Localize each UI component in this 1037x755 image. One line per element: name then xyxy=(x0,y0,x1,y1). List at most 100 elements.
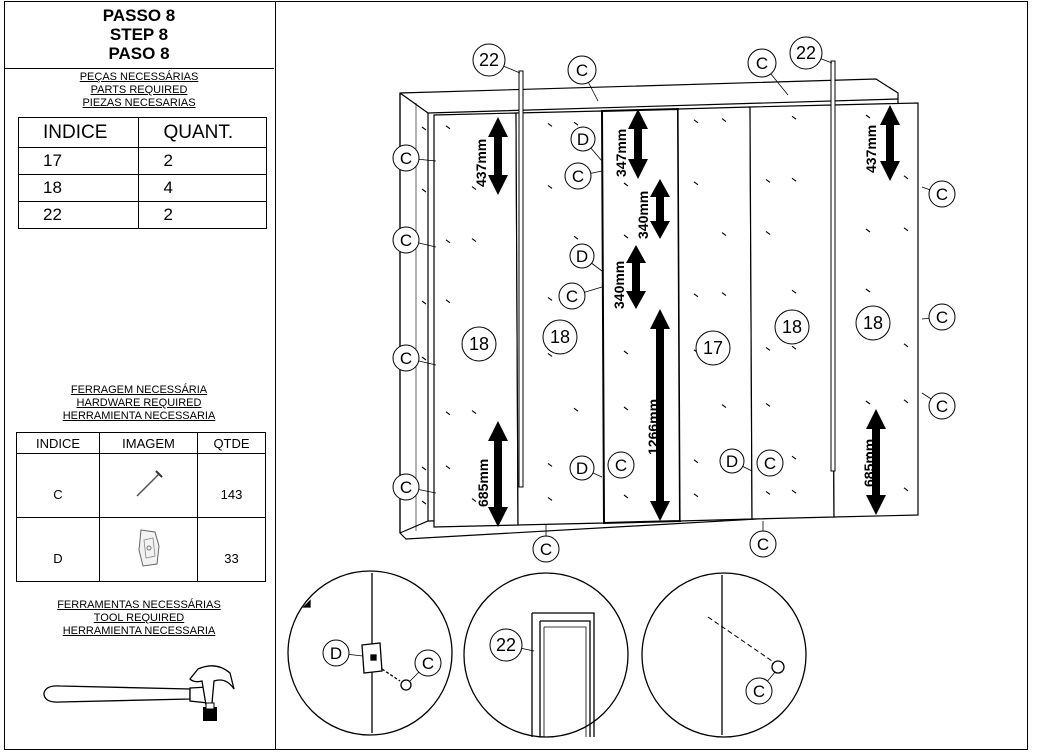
callout-label-c: C xyxy=(921,392,956,420)
hammer-icon xyxy=(43,665,235,721)
nail-mark xyxy=(903,487,909,492)
callout-label: D xyxy=(576,247,588,266)
dimension-arrow-685-right xyxy=(866,409,886,515)
detail-profile xyxy=(463,572,629,738)
part-index: 22 xyxy=(17,201,140,229)
detail-nail xyxy=(641,572,807,738)
step-header: PASSO 8 STEP 8 PASO 8 xyxy=(4,1,274,69)
callout-circle xyxy=(745,677,773,705)
nail-mark xyxy=(471,498,477,503)
nail-mark xyxy=(693,293,699,298)
callout-label-c: C xyxy=(392,144,437,172)
nail-mark xyxy=(791,345,797,350)
nail-mark xyxy=(421,188,427,193)
handle-profile-22 xyxy=(830,60,836,472)
callout-circle xyxy=(564,162,592,190)
table-row: 22 2 xyxy=(17,201,267,229)
callout-circle xyxy=(392,226,420,254)
callout-label: C xyxy=(540,540,552,559)
dim-label-685: 685mm xyxy=(861,439,877,487)
nail-mark xyxy=(471,410,477,415)
callout-circle xyxy=(542,319,578,355)
dimension-arrow-347 xyxy=(628,109,648,179)
assembly-drawing: 437mm 347mm 340mm 340mm 1266mm 685mm 437… xyxy=(287,36,956,738)
callout-label-d: D xyxy=(569,243,603,272)
nail-mark xyxy=(547,296,553,301)
hardware-caption-en: HARDWARE REQUIRED xyxy=(76,397,202,409)
step-title-es: PASO 8 xyxy=(108,44,170,63)
nail-mark xyxy=(765,346,771,351)
dim-label-1266: 1266mm xyxy=(645,399,661,455)
callout-label: C xyxy=(764,454,776,473)
nail-mark xyxy=(421,300,427,305)
hardware-col-qty: QTDE xyxy=(197,432,266,454)
nail-mark xyxy=(547,122,553,127)
nail-mark xyxy=(693,181,699,186)
hinge-plate-icon xyxy=(137,529,160,567)
nail-mark xyxy=(623,494,629,499)
dim-label-437: 437mm xyxy=(473,139,489,187)
nail-mark xyxy=(791,489,797,494)
hardware-qty: 143 xyxy=(197,453,266,518)
callout-part-22: 22 xyxy=(789,36,833,70)
nail-mark xyxy=(623,350,629,355)
nail-mark xyxy=(765,178,771,183)
callout-circle xyxy=(749,530,777,558)
dimension-arrow-1266 xyxy=(650,309,670,521)
nail-mark xyxy=(623,182,629,187)
hardware-image xyxy=(99,453,198,518)
dim-label-437: 437mm xyxy=(863,125,879,173)
nail-mark xyxy=(421,466,427,471)
part-qty: 2 xyxy=(138,201,267,229)
callout-label: C xyxy=(400,149,412,168)
nail-mark xyxy=(547,352,553,357)
callout-label: C xyxy=(615,456,627,475)
callout-label: 22 xyxy=(796,43,816,63)
callout-label: C xyxy=(400,231,412,250)
nail-mark xyxy=(573,407,579,412)
nail-mark xyxy=(791,177,797,182)
callout-circle xyxy=(928,303,956,331)
callout-circle xyxy=(569,243,595,269)
nail-mark xyxy=(903,343,909,348)
part-index: 17 xyxy=(17,147,140,175)
callout-circle xyxy=(322,639,350,667)
callout-circle xyxy=(607,451,635,479)
dimension-labels: 437mm 347mm 340mm 340mm 1266mm 685mm 437… xyxy=(473,125,879,507)
hardware-caption-pt: FERRAGEM NECESSÁRIA xyxy=(70,384,208,396)
hardware-col-image: IMAGEM xyxy=(99,432,198,454)
nail-mark xyxy=(721,232,727,237)
callout-label-c: C xyxy=(564,162,603,190)
nail-mark xyxy=(547,184,553,189)
callout-circle xyxy=(928,180,956,208)
callout-circle xyxy=(461,326,497,362)
callout-label-c: C xyxy=(532,525,560,563)
callout-label-c: C xyxy=(392,344,437,372)
callout-part-22: 22 xyxy=(472,43,521,77)
parts-table-header: INDICE QUANT. xyxy=(17,117,267,148)
nail-mark xyxy=(903,227,909,232)
dimension-arrows xyxy=(488,105,900,527)
nail-mark xyxy=(693,459,699,464)
nail-mark xyxy=(865,454,871,459)
tools-caption-es: HERRAMIENTA NECESSARIA xyxy=(62,625,216,637)
nail-mark xyxy=(471,186,477,191)
nail-mark xyxy=(721,404,727,409)
callout-label-c: C xyxy=(921,180,956,208)
nail-mark xyxy=(865,400,871,405)
table-row: 18 4 xyxy=(17,174,267,202)
nail-mark xyxy=(865,114,871,119)
callout-label: C xyxy=(576,61,588,80)
nail-mark xyxy=(573,235,579,240)
callout-label-c: C xyxy=(747,48,789,96)
parts-caption: PEÇAS NECESSÁRIAS PARTS REQUIRED PIEZAS … xyxy=(4,71,274,110)
nail-mark xyxy=(721,292,727,297)
callout-circle xyxy=(928,392,956,420)
hardware-table: INDICE IMAGEM QTDE C 143 D xyxy=(16,432,266,582)
callout-label: D xyxy=(330,644,342,663)
callout-circle xyxy=(774,309,810,345)
nail-mark xyxy=(445,465,451,470)
nail-mark xyxy=(693,493,699,498)
